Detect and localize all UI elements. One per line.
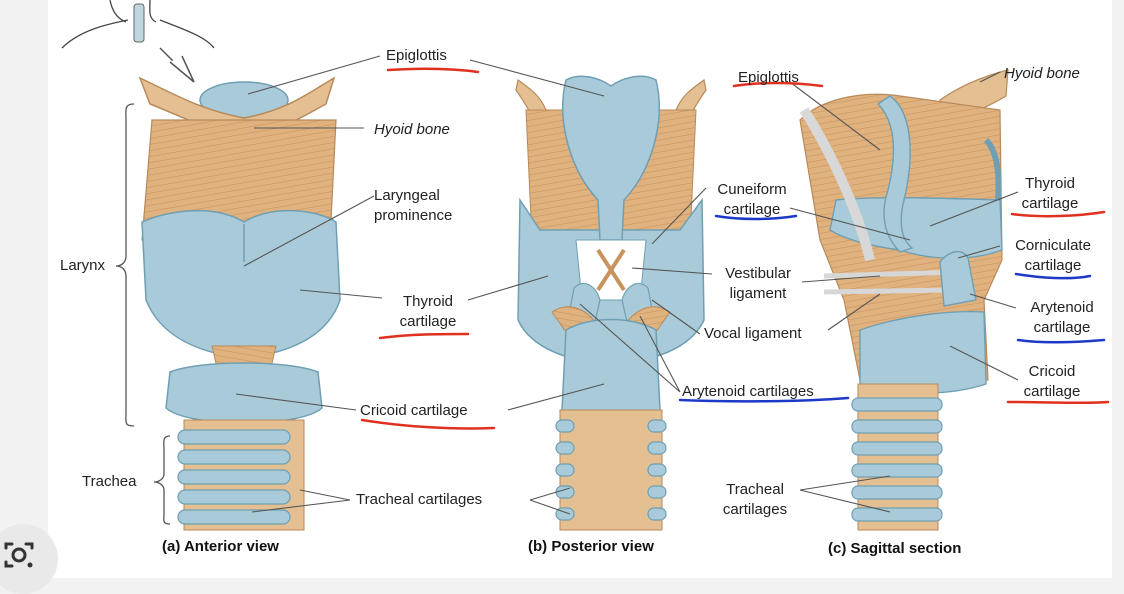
caption-anterior-view: (a) Anterior view bbox=[162, 538, 279, 555]
ligament-cross bbox=[596, 248, 626, 292]
label-epiglottis-c: Epiglottis bbox=[738, 69, 799, 86]
tracheal-rings-b bbox=[555, 419, 667, 521]
trachea-b bbox=[559, 409, 663, 531]
underline-epiglottis-a bbox=[386, 67, 480, 74]
label-thyroid-cartilage-c: Thyroid cartilage bbox=[1021, 175, 1079, 212]
sagittal-section-illustration bbox=[789, 69, 1019, 531]
thyroid-a bbox=[141, 209, 341, 359]
label-vestibular-ligament: Vestibular ligament bbox=[725, 265, 791, 302]
label-cricoid-cartilage-c: Cricoid cartilage bbox=[1023, 363, 1081, 400]
underline-thyroid-a bbox=[378, 332, 470, 340]
tracheal-rings-c bbox=[851, 397, 943, 522]
underline-arytenoid-c bbox=[1016, 338, 1106, 344]
cricoid-c bbox=[859, 310, 987, 394]
caption-sagittal-section: (c) Sagittal section bbox=[828, 540, 962, 557]
underline-thyroid-c bbox=[1010, 210, 1106, 218]
label-cricoid-cartilage-a: Cricoid cartilage bbox=[360, 402, 468, 419]
label-laryngeal-prominence: Laryngeal prominence bbox=[374, 187, 453, 224]
arrow-head bbox=[169, 55, 195, 83]
mini-larynx bbox=[133, 3, 145, 43]
cricoid-b bbox=[561, 318, 661, 420]
label-thyroid-cartilage-a: Thyroid cartilage bbox=[399, 293, 457, 330]
underline-cuneiform bbox=[714, 214, 798, 221]
underline-cricoid-c bbox=[1006, 400, 1110, 405]
cricoid-a bbox=[165, 362, 323, 424]
google-lens-icon bbox=[4, 542, 34, 568]
superior-horn-c bbox=[983, 137, 1002, 201]
label-trachea: Trachea bbox=[82, 473, 137, 490]
trachea-brace bbox=[153, 435, 171, 525]
label-arytenoid-cartilage-c: Arytenoid cartilage bbox=[1030, 299, 1094, 336]
hyoepiglottic-band bbox=[799, 107, 875, 262]
vocal-ligament-c bbox=[823, 287, 951, 295]
tracheal-ring-2 bbox=[177, 449, 291, 465]
leader-lines-a bbox=[235, 55, 383, 513]
label-epiglottis-a: Epiglottis bbox=[386, 47, 447, 64]
label-hyoid-bone-a: Hyoid bone bbox=[374, 121, 450, 138]
larynx-brace bbox=[115, 103, 135, 427]
label-corniculate-cartilage: Corniculate cartilage bbox=[1015, 237, 1091, 274]
larynx-diagram: Epiglottis Hyoid bone Laryngeal prominen… bbox=[4, 0, 1112, 578]
vestibular-ligament-c bbox=[823, 269, 961, 279]
diagram-figure bbox=[48, 0, 1112, 578]
label-arytenoid-cartilages-b: Arytenoid cartilages bbox=[682, 383, 814, 400]
label-tracheal-cartilages-c: Tracheal cartilages bbox=[722, 481, 788, 518]
underline-corniculate bbox=[1014, 272, 1092, 280]
label-cuneiform-cartilage: Cuneiform cartilage bbox=[717, 181, 787, 218]
neck-sketch bbox=[109, 0, 157, 23]
epiglottis-c bbox=[876, 95, 914, 253]
underline-epiglottis-c bbox=[732, 81, 824, 88]
caption-posterior-view: (b) Posterior view bbox=[528, 538, 654, 555]
label-larynx: Larynx bbox=[60, 257, 106, 274]
label-tracheal-cartilages-a: Tracheal cartilages bbox=[356, 491, 483, 508]
label-hyoid-bone-c: Hyoid bone bbox=[1004, 65, 1080, 82]
underline-cricoid-a bbox=[360, 418, 496, 430]
tracheal-ring-1 bbox=[177, 429, 291, 445]
epiglottis-b bbox=[562, 75, 660, 241]
tracheal-ring-5 bbox=[177, 509, 291, 525]
tracheal-ring-3 bbox=[177, 469, 291, 485]
underline-arytenoid-b bbox=[678, 396, 850, 403]
leader-lines-b bbox=[467, 59, 713, 515]
annotation-underlines bbox=[360, 67, 1110, 430]
head-sketch bbox=[61, 19, 215, 49]
anterior-view-illustration bbox=[61, 0, 383, 531]
posterior-view-illustration bbox=[467, 59, 713, 531]
tracheal-ring-4 bbox=[177, 489, 291, 505]
arytenoid-c bbox=[939, 251, 977, 307]
label-vocal-ligament: Vocal ligament bbox=[704, 325, 802, 342]
leader-lines-c bbox=[789, 71, 1019, 513]
